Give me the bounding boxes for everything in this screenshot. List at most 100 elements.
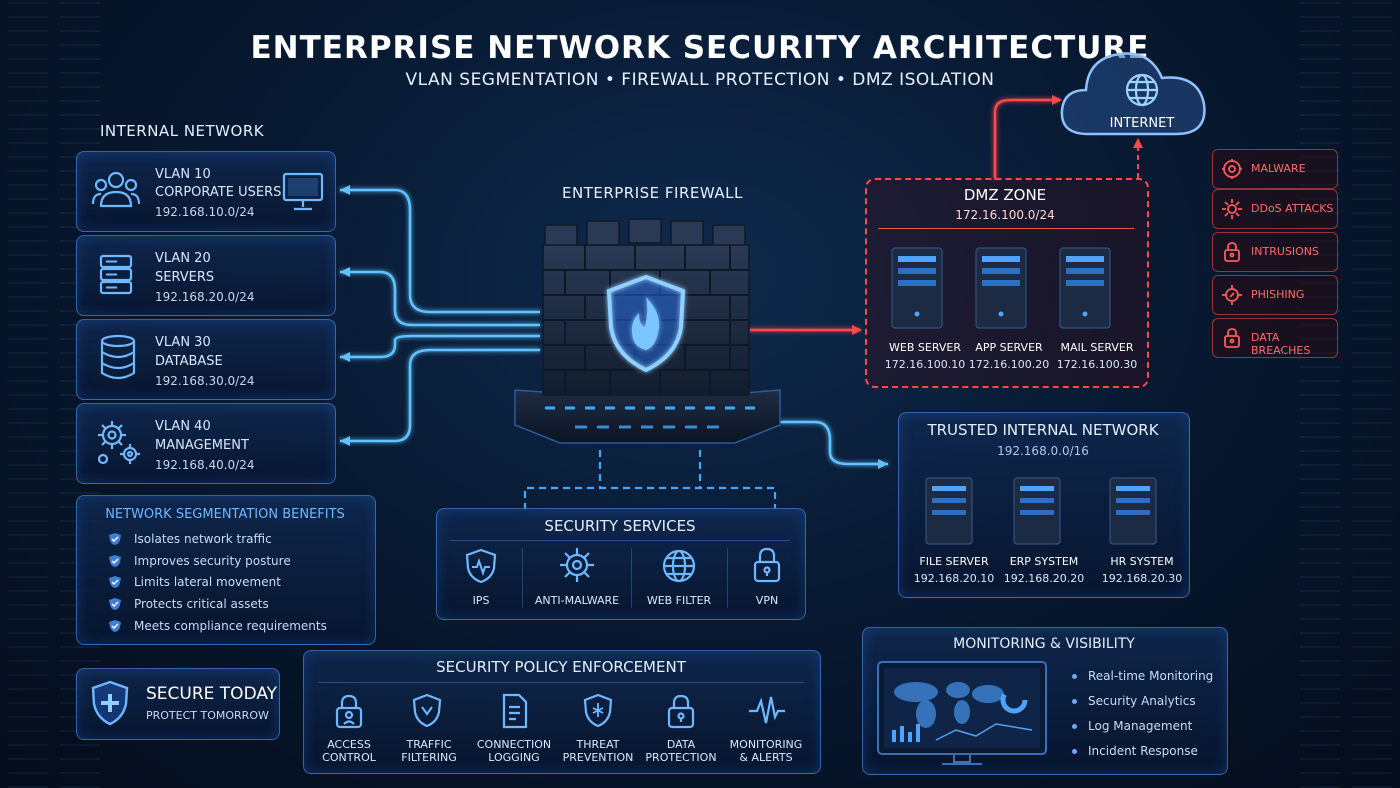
benefits-panel <box>76 495 376 645</box>
vlan-subnet: 192.168.30.0/24 <box>155 374 255 388</box>
bullet-icon <box>1072 724 1077 729</box>
service-label: IPS <box>472 594 490 607</box>
threat-malware[interactable]: MALWARE <box>1212 149 1338 189</box>
policy-label: MONITORING& ALERTS <box>721 738 811 764</box>
trusted-subnet: 192.168.0.0/16 <box>997 444 1089 458</box>
bullet-icon <box>1072 749 1077 754</box>
threat-label: DDoS ATTACKS <box>1251 202 1334 215</box>
gears-icon <box>97 421 140 465</box>
threat-label: PHISHING <box>1251 288 1305 301</box>
dmz-server-name: WEB SERVER <box>889 341 961 354</box>
vlan-name: CORPORATE USERS <box>155 185 282 200</box>
vlan-subnet: 192.168.40.0/24 <box>155 458 255 472</box>
benefit-item: Improves security posture <box>134 554 291 568</box>
monitoring-item: Security Analytics <box>1088 694 1196 708</box>
dmz-server-name: MAIL SERVER <box>1060 341 1134 354</box>
trusted-server-name: FILE SERVER <box>919 555 989 568</box>
burst-icon <box>1222 199 1242 219</box>
bug-icon <box>1222 159 1242 179</box>
lock-icon <box>1224 328 1240 348</box>
internet-cloud[interactable] <box>1058 38 1208 144</box>
threat-intrusions[interactable]: INTRUSIONS <box>1212 232 1338 272</box>
shield-filter-icon <box>412 693 442 728</box>
vlan-subnet: 192.168.10.0/24 <box>155 205 255 219</box>
vlan-id: VLAN 40 <box>155 419 211 434</box>
firewall-block[interactable] <box>505 215 790 455</box>
page-title: ENTERPRISE NETWORK SECURITY ARCHITECTURE <box>250 30 1150 66</box>
trusted-server-icons <box>925 477 1157 545</box>
vlan-name: MANAGEMENT <box>155 438 249 453</box>
policy-line1: CONNECTION <box>476 738 552 751</box>
vlan-30-card[interactable]: VLAN 30 DATABASE 192.168.30.0/24 <box>76 319 336 400</box>
policy-line1: TRAFFIC <box>406 738 452 751</box>
dmz-server-icons <box>891 247 1111 329</box>
policy-title: SECURITY POLICY ENFORCEMENT <box>436 658 686 676</box>
document-icon <box>502 693 528 729</box>
benefit-item: Protects critical assets <box>134 597 269 611</box>
dmz-server-ip: 172.16.100.10 <box>884 358 966 371</box>
lock-user-icon <box>335 694 363 729</box>
service-label: WEB FILTER <box>646 594 712 607</box>
trusted-title: TRUSTED INTERNAL NETWORK <box>927 421 1159 439</box>
threat-label: INTRUSIONS <box>1251 245 1319 258</box>
vlan-40-card[interactable]: VLAN 40 MANAGEMENT 192.168.40.0/24 <box>76 403 336 484</box>
divider <box>727 548 728 608</box>
firewall-label: ENTERPRISE FIREWALL <box>562 184 743 202</box>
threat-ddos[interactable]: DDoS ATTACKS <box>1212 189 1338 229</box>
vlan-id: VLAN 20 <box>155 251 211 266</box>
security-services-panel[interactable] <box>436 508 806 620</box>
lock-open-icon <box>1224 242 1240 262</box>
hook-icon <box>1222 285 1242 305</box>
service-label: ANTI-MALWARE <box>534 594 620 607</box>
policy-line1: DATA <box>666 738 696 751</box>
padlock-icon <box>667 694 695 729</box>
monitoring-item: Incident Response <box>1088 744 1198 758</box>
benefits-title: NETWORK SEGMENTATION BENEFITS <box>105 507 345 522</box>
vlan-20-card[interactable]: VLAN 20 SERVERS 192.168.20.0/24 <box>76 235 336 316</box>
threat-phishing[interactable]: PHISHING <box>1212 275 1338 315</box>
dmz-divider <box>878 228 1134 229</box>
service-label: VPN <box>755 594 779 607</box>
dmz-server-ip: 172.16.100.30 <box>1056 358 1138 371</box>
services-title: SECURITY SERVICES <box>544 517 696 535</box>
vlan-name: SERVERS <box>155 270 215 285</box>
policy-line1: THREAT <box>576 738 620 751</box>
trusted-server-ip: 192.168.20.10 <box>913 572 995 585</box>
monitoring-item: Real-time Monitoring <box>1088 669 1214 683</box>
policy-line1: MONITORING <box>729 738 803 751</box>
divider <box>522 548 523 608</box>
dmz-server-ip: 172.16.100.20 <box>968 358 1050 371</box>
globe-icon <box>662 549 696 583</box>
policy-divider <box>318 682 804 683</box>
dmz-subnet: 172.16.100.0/24 <box>955 208 1055 222</box>
monitoring-title: MONITORING & VISIBILITY <box>953 636 1135 652</box>
shield-bug-icon <box>583 693 613 728</box>
policy-line2: PROTECTION <box>645 751 717 764</box>
secure-title: SECURE TODAY <box>146 684 278 704</box>
policy-line2: & ALERTS <box>739 751 793 764</box>
vlan-id: VLAN 10 <box>155 167 211 182</box>
pulse-icon <box>749 696 785 724</box>
benefit-item: Meets compliance requirements <box>134 619 327 633</box>
policy-line2: PREVENTION <box>562 751 634 764</box>
trusted-server-name: ERP SYSTEM <box>1009 555 1079 568</box>
dashboard-monitor-icon <box>877 661 1047 765</box>
shield-pulse-icon <box>465 548 497 584</box>
virus-icon <box>560 548 594 582</box>
vlan-subnet: 192.168.20.0/24 <box>155 290 255 304</box>
policy-panel <box>303 650 821 774</box>
benefit-item: Limits lateral movement <box>134 575 281 589</box>
shield-plus-icon <box>91 680 129 726</box>
vlan-10-card[interactable]: VLAN 10 CORPORATE USERS 192.168.10.0/24 <box>76 151 336 232</box>
page-subtitle: VLAN SEGMENTATION • FIREWALL PROTECTION … <box>405 70 995 90</box>
trusted-server-name: HR SYSTEM <box>1110 555 1174 568</box>
policy-line2: CONTROL <box>322 751 376 764</box>
trusted-server-ip: 192.168.20.20 <box>1003 572 1085 585</box>
threat-data-breaches[interactable]: DATA BREACHES <box>1212 318 1338 358</box>
vlan-id: VLAN 30 <box>155 335 211 350</box>
